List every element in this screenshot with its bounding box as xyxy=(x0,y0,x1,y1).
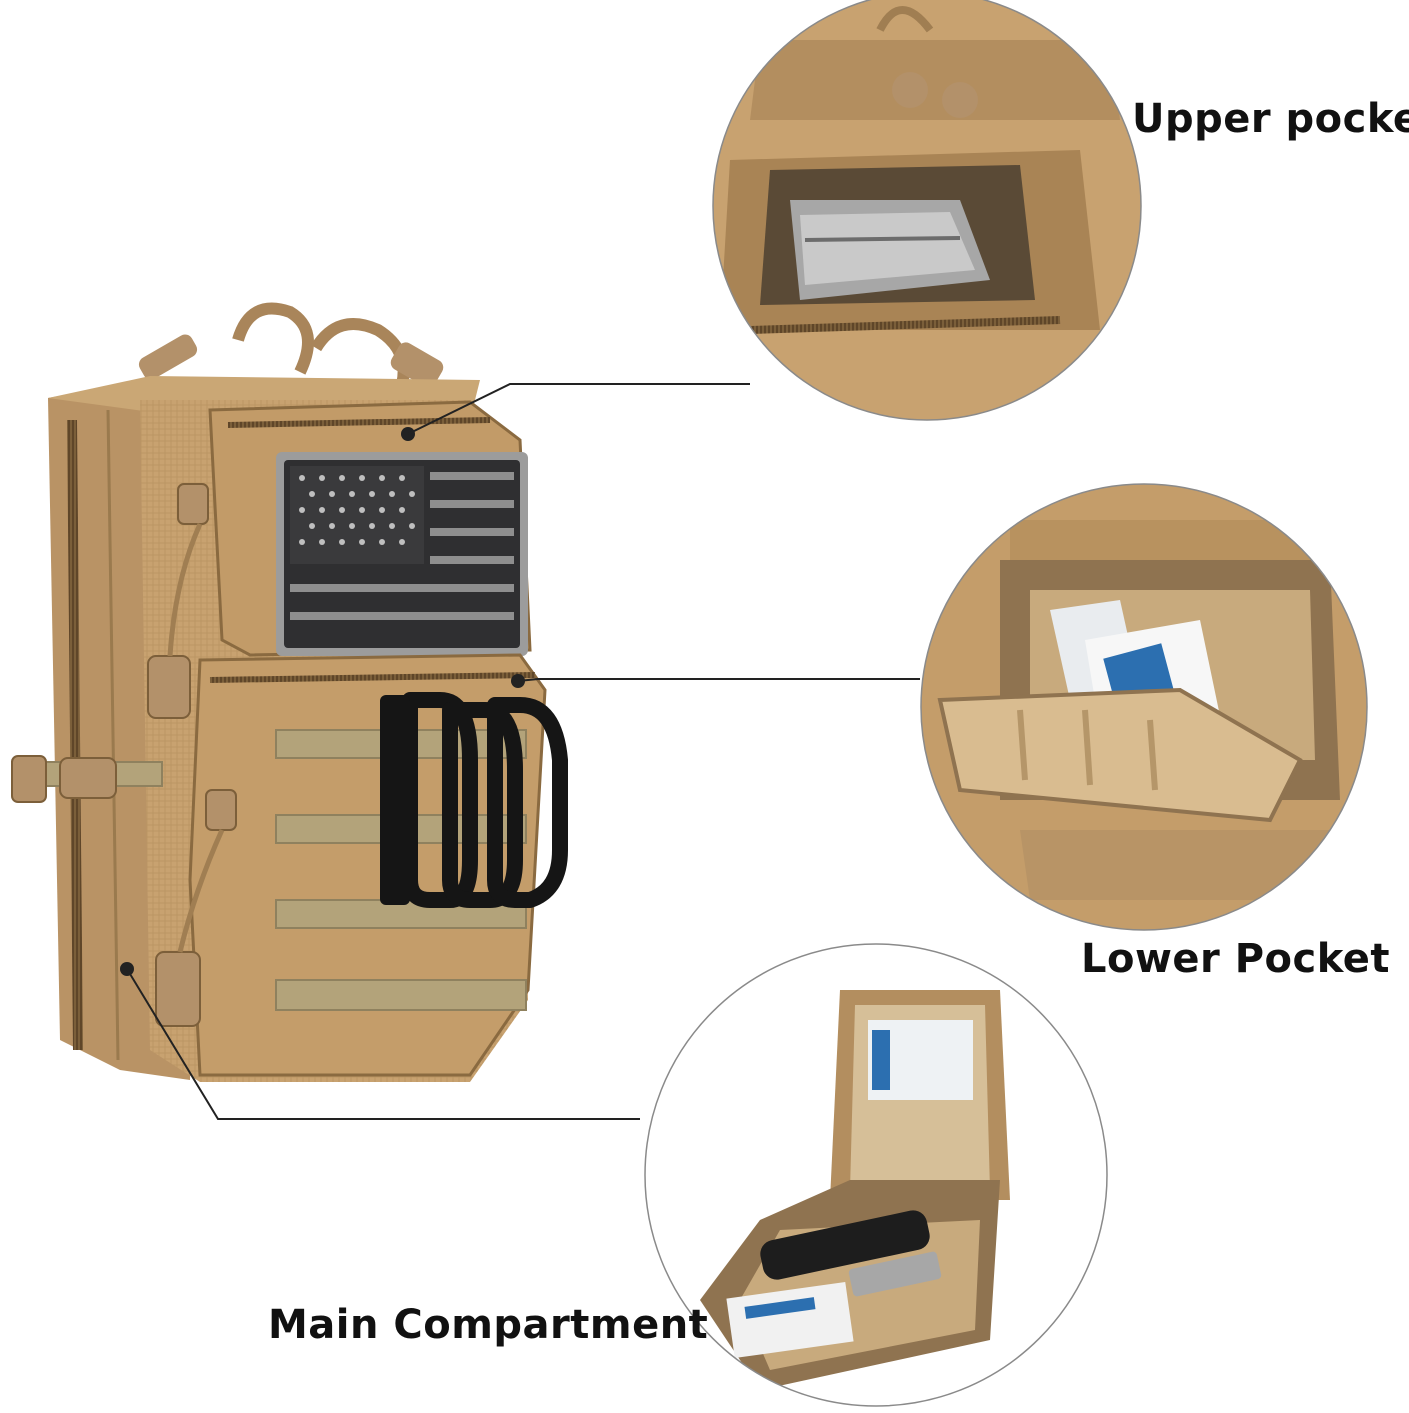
upper-pocket-label: Upper pocket xyxy=(1132,96,1409,142)
lower-pocket-label: Lower Pocket xyxy=(1081,936,1390,982)
d-ring-clip-base xyxy=(380,695,410,905)
zipper-pull-icon xyxy=(390,342,444,388)
leader-lines xyxy=(126,383,920,1120)
flag-patch-icon xyxy=(276,452,528,656)
main-pouch-illustration xyxy=(11,302,568,1082)
upper-pocket-detail-circle xyxy=(712,0,1142,421)
buckle-icon xyxy=(11,755,117,803)
main-compartment-label: Main Compartment xyxy=(268,1302,709,1348)
top-loop-handle-2 xyxy=(310,318,410,387)
top-loop-handle xyxy=(232,302,314,375)
d-ring-clip-icon xyxy=(402,692,568,908)
upper-pocket-leader xyxy=(407,383,750,435)
zipper-pull-icon xyxy=(138,334,198,380)
lower-pocket-leader xyxy=(517,678,920,682)
main-compartment-detail-circle xyxy=(644,943,1108,1407)
zipper-pull-icon xyxy=(147,483,237,1027)
main-zipper-seam xyxy=(67,419,83,1051)
lower-pocket-detail-circle xyxy=(920,483,1368,931)
main-compartment-leader xyxy=(126,968,640,1120)
